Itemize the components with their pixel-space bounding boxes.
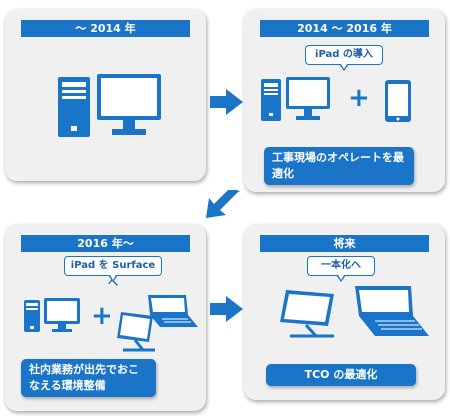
monitor-icon <box>97 74 161 135</box>
arrow-right-icon <box>210 89 243 115</box>
monitor-icon <box>44 298 80 332</box>
panel-future: 将来 一本化へ TCO の最適化 <box>244 224 445 400</box>
panel-2014-2016: 2014 ～ 2016 年 iPad の導入 + 工事現場のオペレートを最適化 <box>244 9 445 192</box>
panel-2014: ～ 2014 年 <box>5 9 206 181</box>
panel-header: ～ 2014 年 <box>21 20 190 37</box>
desktop-tower-icon <box>58 77 90 137</box>
callout-surface: iPad を Surface へ <box>64 256 162 289</box>
result-box: TCO の最適化 <box>266 364 416 386</box>
callout-unify: 一本化へ <box>307 256 375 282</box>
surface-tablet-icon <box>280 290 334 338</box>
tablet-icon <box>385 80 411 122</box>
plus-sign: + <box>348 83 370 113</box>
monitor-icon <box>286 77 330 120</box>
desktop-tower-icon <box>24 300 40 332</box>
panel-2016: 2016 年～ iPad を Surface へ + 社内業務が出先でおこなえる… <box>5 224 206 411</box>
panel-header: 将来 <box>260 235 429 252</box>
arrow-right-icon <box>210 296 243 322</box>
laptop-icon <box>355 286 429 336</box>
desktop-tower-icon <box>261 79 281 121</box>
laptop-icon <box>148 295 198 327</box>
plus-sign: + <box>91 301 113 331</box>
result-box: 社内業務が出先でおこなえる環境整備 <box>21 359 156 397</box>
callout-ipad: iPad の導入 <box>305 45 383 71</box>
result-box: 工事現場のオペレートを最適化 <box>264 147 414 185</box>
panel-header: 2016 年～ <box>21 235 190 252</box>
surface-tablet-icon <box>117 312 155 352</box>
arrow-diagonal-icon <box>206 190 240 218</box>
panel-header: 2014 ～ 2016 年 <box>260 20 429 37</box>
